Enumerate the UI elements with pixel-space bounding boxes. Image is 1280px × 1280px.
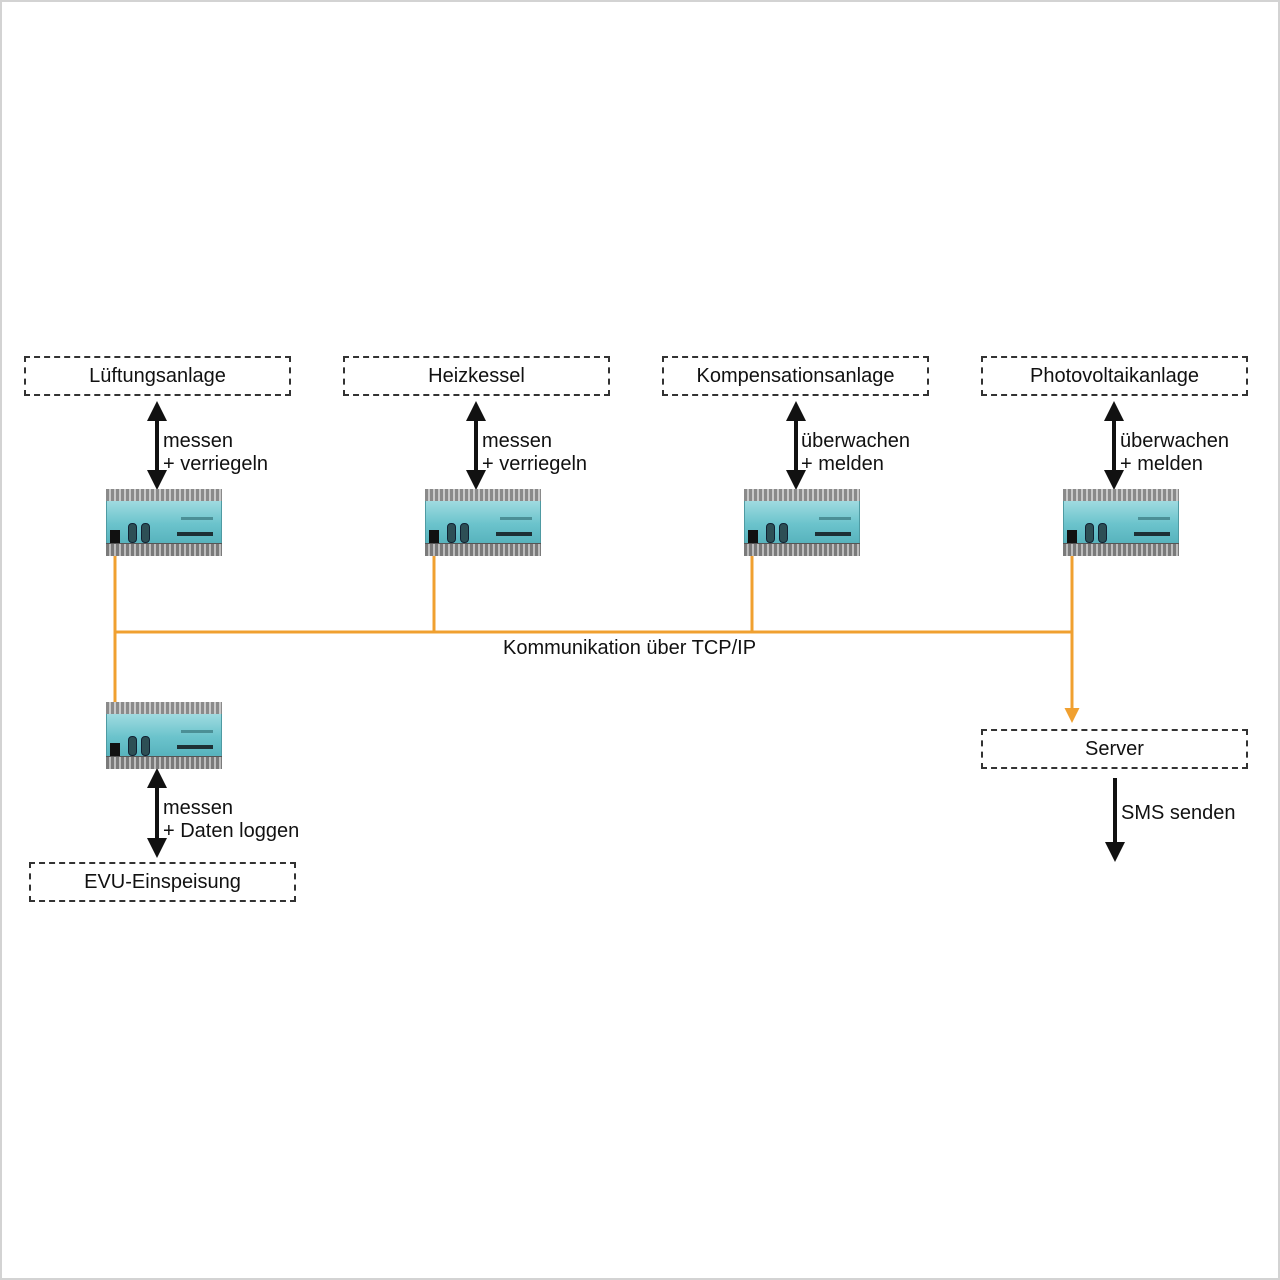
- action-evu-2: + Daten loggen: [163, 820, 300, 842]
- action-photovoltaik-1: überwachen: [1120, 430, 1229, 452]
- box-kompensationsanlage: Kompensationsanlage: [662, 356, 929, 396]
- action-photovoltaik-2: + melden: [1120, 453, 1203, 475]
- action-lueftung-1: messen: [163, 430, 234, 452]
- box-photovoltaikanlage: Photovoltaikanlage: [981, 356, 1248, 396]
- action-kompensation-2: + melden: [801, 453, 884, 475]
- bus-label: Kommunikation über TCP/IP: [503, 637, 757, 659]
- sms-label: SMS senden: [1121, 802, 1236, 824]
- action-heizkessel-2: + verriegeln: [482, 453, 588, 475]
- plc-controller-icon: [106, 702, 222, 769]
- plc-controller-icon: [744, 489, 860, 556]
- box-evu-einspeisung: EVU-Einspeisung: [29, 862, 296, 902]
- plc-controller-icon: [425, 489, 541, 556]
- action-heizkessel-1: messen: [482, 430, 553, 452]
- plc-controller-icon: [106, 489, 222, 556]
- action-lueftung-2: + verriegeln: [163, 453, 269, 475]
- box-server: Server: [981, 729, 1248, 769]
- box-heizkessel: Heizkessel: [343, 356, 610, 396]
- action-kompensation-1: überwachen: [801, 430, 910, 452]
- action-evu-1: messen: [163, 797, 234, 819]
- plc-controller-icon: [1063, 489, 1179, 556]
- box-lueftungsanlage: Lüftungsanlage: [24, 356, 291, 396]
